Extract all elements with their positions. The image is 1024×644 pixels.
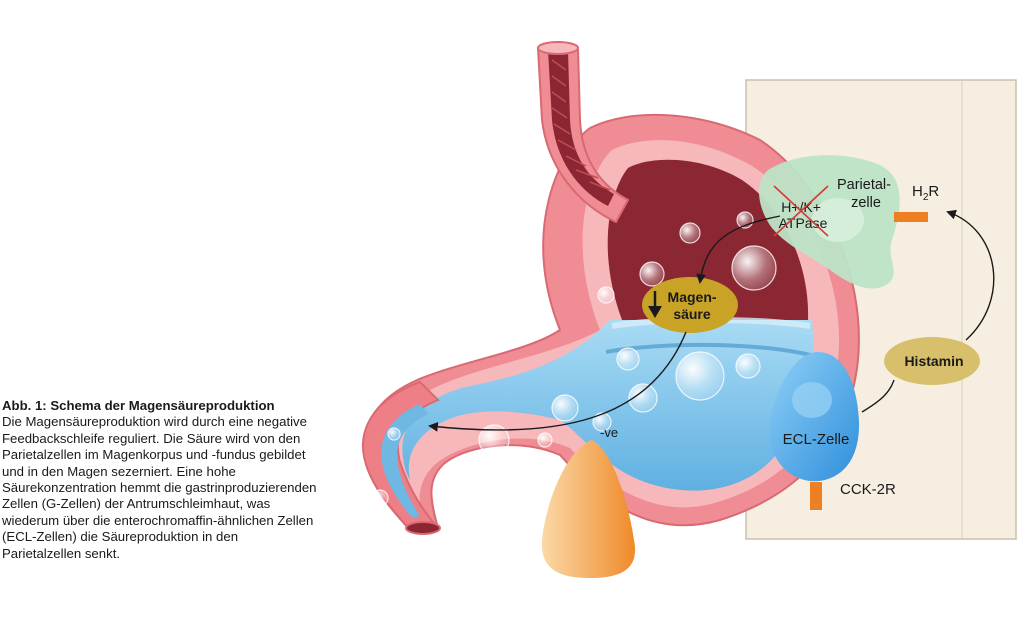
bubble (371, 489, 389, 507)
ecl-nucleus (792, 382, 832, 418)
esophagus-inner (548, 50, 614, 206)
arrow-acid-to-duodenum (428, 331, 687, 432)
bubble (478, 424, 510, 456)
ecl-label: ECL-Zelle (783, 431, 850, 448)
cck2r-receptor (810, 482, 822, 510)
bubble (597, 286, 615, 304)
bubble (592, 412, 612, 432)
bubble (387, 427, 401, 441)
figure-caption: Abb. 1: Schema der Magensäureproduktion … (2, 398, 320, 562)
h2r-label: H2R (912, 183, 939, 203)
duodenum-opening (405, 521, 441, 535)
acid-label: Magen- säure (668, 289, 721, 322)
arrow-ecl-to-histamin (861, 379, 895, 413)
histamin-bubble (884, 337, 980, 385)
bubble (679, 222, 701, 244)
bubble (731, 245, 777, 291)
acid-bubble (642, 277, 738, 333)
histamin-label: Histamin (904, 353, 963, 369)
caption-text: Die Magensäureproduktion wird durch eine… (2, 414, 317, 561)
negative-feedback-label: -ve (600, 425, 618, 440)
arrow-histamin-to-h2r (946, 209, 995, 341)
parietal-label: Parietal- zelle (837, 177, 895, 211)
bubble (675, 351, 725, 401)
h2r-receptor (894, 212, 928, 222)
bubble (735, 353, 761, 379)
bubble (537, 432, 553, 448)
decrease-arrow-icon (648, 291, 662, 318)
g-cell (541, 440, 636, 578)
bubble (628, 383, 658, 413)
atpase-label: H+/K+ ATPase (779, 199, 828, 231)
atpase-inhibited-cross (773, 185, 829, 237)
esophagus-muscle (551, 59, 611, 191)
caption-title: Abb. 1: Schema der Magensäureproduktion (2, 398, 275, 413)
cck2r-label: CCK-2R (840, 481, 896, 498)
bubble (616, 347, 640, 371)
parietal-nucleus (812, 198, 864, 242)
esophagus-opening (537, 41, 579, 55)
arrow-parietal-to-acid (696, 215, 781, 284)
bubble (551, 394, 579, 422)
bubble (639, 261, 665, 287)
